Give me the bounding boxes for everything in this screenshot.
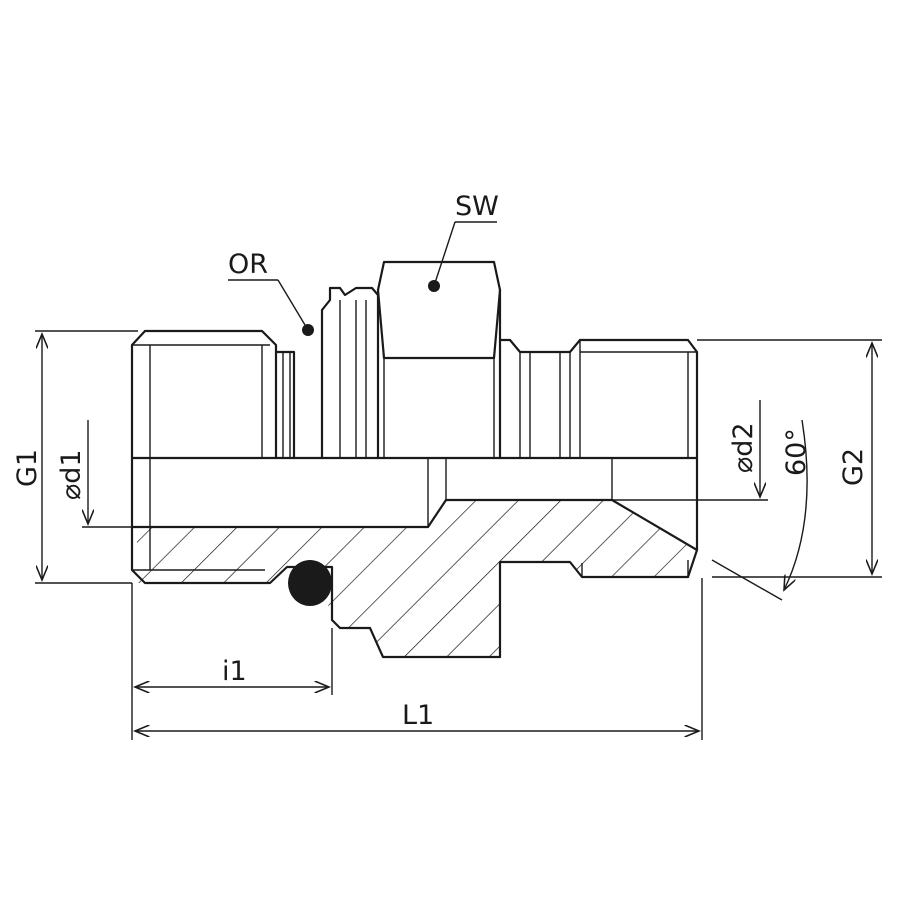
dimension-i1 xyxy=(131,583,333,740)
d1-text: d1 xyxy=(56,449,87,483)
dimension-l1 xyxy=(135,578,703,740)
label-g1: G1 xyxy=(12,449,43,487)
o-ring-section xyxy=(288,560,332,606)
fitting-outline xyxy=(130,260,699,659)
sw-leader xyxy=(428,221,497,292)
dimension-angle xyxy=(711,419,808,601)
dimension-d2 xyxy=(612,400,768,501)
or-leader xyxy=(228,279,314,336)
diameter-symbol-d1: ⌀ xyxy=(56,484,87,500)
label-angle: 60° xyxy=(781,428,812,476)
label-g2: G2 xyxy=(838,448,869,486)
label-d1: ⌀d1 xyxy=(56,449,87,500)
label-l1: L1 xyxy=(402,700,434,731)
dimension-g1 xyxy=(35,330,138,584)
label-sw: SW xyxy=(455,191,499,222)
diameter-symbol-d2: ⌀ xyxy=(728,457,759,473)
label-d2: ⌀d2 xyxy=(728,422,759,473)
section-hatching xyxy=(137,500,697,657)
g2-thread-stud xyxy=(578,338,699,552)
dimension-d1 xyxy=(82,420,140,528)
g1-thread-stud xyxy=(143,329,278,460)
d2-text: d2 xyxy=(728,422,759,456)
hex-body xyxy=(376,260,502,460)
label-i1: i1 xyxy=(222,656,247,687)
dimension-g2 xyxy=(697,339,882,578)
label-or: OR xyxy=(228,249,268,280)
